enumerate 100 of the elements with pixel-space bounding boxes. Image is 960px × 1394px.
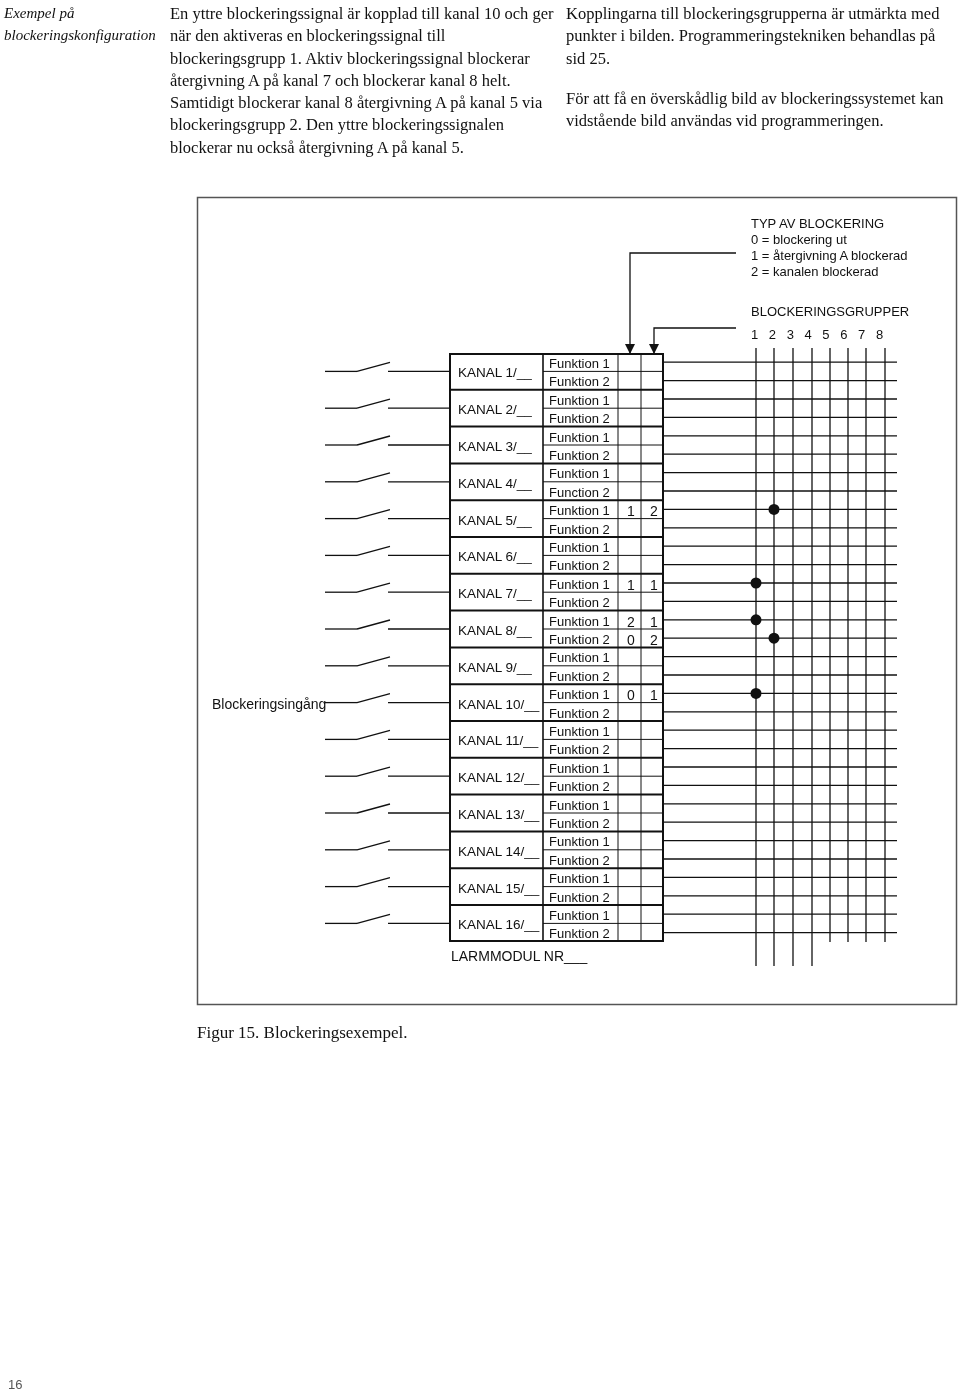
channel-name: KANAL 7/__: [458, 585, 532, 604]
table-caption: LARMMODUL NR___: [451, 947, 588, 965]
channel-name: KANAL 12/__: [458, 769, 540, 788]
function-name: Funktion 2: [549, 888, 610, 907]
wire: [387, 812, 450, 814]
function-name: Funktion 2: [549, 520, 610, 539]
leader-arrow: [649, 327, 737, 354]
function-name: Funktion 1: [549, 612, 610, 631]
switch-symbol: [324, 766, 391, 777]
wire: [387, 885, 450, 888]
function-name: Funktion 1: [549, 539, 610, 557]
function-name: Funktion 2: [549, 815, 610, 833]
channel-name: KANAL 6/__: [458, 548, 532, 567]
group-heading: BLOCKERINGSGRUPPER 1 2 3 4 5 6 7 8: [751, 300, 910, 346]
wire: [387, 628, 450, 630]
switch-symbol: [324, 435, 391, 446]
setting-value: 1: [650, 575, 658, 594]
function-name: Funktion 1: [549, 575, 610, 594]
switch-symbol: [324, 361, 391, 373]
function-name: Funktion 1: [549, 723, 610, 741]
switch-symbol: [324, 508, 391, 520]
function-name: Funktion 1: [549, 428, 610, 447]
setting-value: 0: [627, 686, 635, 705]
body-paragraph: En yttre blockeringssignal är kopplad till kanal 10 och ger när den aktiveras en blockeringssignal till blockeringsgrupp 1. Aktiv blockeringssignal blockerar återgivning A på kanal 7 och blockerar kanal 8 helt. Samtidigt blockerar kanal 8 återgivning A på kanal 5 via blockeringsgrupp 2. Den yttre blockeringssignalen blockerar nu också återgivning A på kanal 5.: [170, 3, 555, 159]
function-name: Funktion 1: [549, 759, 610, 778]
function-name: Funktion 1: [549, 907, 610, 925]
switch-symbol: [324, 472, 391, 483]
page-number: 16: [8, 1377, 23, 1392]
function-name: Funktion 2: [549, 410, 610, 429]
channel-name: KANAL 13/__: [458, 806, 540, 824]
key-text: TYP AV BLOCKERING 0 = blockering ut 1 = återgivning A blockerad 2 = kanalen blockerad: [751, 216, 908, 280]
wire: [387, 665, 450, 667]
figure-caption: Figur 15. Blockeringsexempel.: [197, 1022, 408, 1044]
wire: [387, 370, 450, 373]
wire: [387, 701, 450, 704]
input-label: Blockeringsingång: [212, 696, 327, 713]
setting-value: 1: [627, 575, 635, 594]
setting-value: 2: [627, 612, 635, 631]
wire: [387, 591, 450, 593]
wire: [387, 738, 450, 741]
function-name: Funktion 2: [549, 778, 610, 797]
wire: [387, 407, 450, 409]
wire: [387, 922, 450, 925]
function-name: Funktion 1: [549, 391, 610, 410]
switch-symbol: [324, 840, 391, 851]
function-name: Funktion 1: [549, 796, 610, 815]
switch-symbol: [324, 582, 391, 593]
function-name: Funktion 2: [549, 373, 610, 392]
channel-name: KANAL 14/__: [458, 842, 540, 861]
channel-name: KANAL 10/__: [458, 695, 540, 714]
channel-name: KANAL 3/__: [458, 438, 532, 456]
function-name: Funktion 1: [549, 870, 610, 889]
setting-value: 2: [650, 631, 658, 649]
function-name: Funktion 2: [549, 667, 610, 686]
switch-symbol: [324, 913, 391, 925]
wire: [387, 849, 450, 851]
function-name: Function 2: [549, 483, 610, 502]
function-name: Funktion 2: [549, 594, 610, 613]
leader-arrow: [625, 252, 737, 354]
channel-name: KANAL 2/__: [458, 401, 532, 420]
switch-symbol: [324, 545, 391, 557]
function-name: Funktion 1: [549, 686, 610, 705]
switch-symbol: [324, 692, 391, 704]
wire: [387, 554, 450, 557]
channel-name: KANAL 1/__: [458, 364, 532, 383]
function-name: Funktion 1: [549, 833, 610, 852]
channel-name: KANAL 15/__: [458, 879, 540, 898]
function-name: Funktion 2: [549, 851, 610, 870]
function-name: Funktion 2: [549, 925, 610, 944]
wire: [387, 517, 450, 520]
function-name: Funktion 1: [549, 465, 610, 484]
channel-name: KANAL 4/__: [458, 474, 532, 493]
channel-name: KANAL 11/__: [458, 732, 539, 751]
wire: [387, 444, 450, 446]
switch-symbol: [324, 729, 391, 741]
channel-name: KANAL 9/__: [458, 658, 532, 677]
function-name: Funktion 2: [549, 741, 610, 760]
switch-symbol: [324, 803, 391, 814]
wire: [387, 481, 450, 483]
channel-name: KANAL 16/__: [458, 916, 540, 935]
setting-value: 1: [650, 612, 658, 631]
setting-value: 1: [650, 686, 658, 705]
function-name: Funktion 2: [549, 447, 610, 465]
setting-value: 0: [627, 631, 635, 649]
function-name: Funktion 1: [549, 355, 610, 373]
channel-name: KANAL 8/__: [458, 622, 532, 640]
side-heading: Exempel på blockeringskonfiguration: [4, 4, 157, 45]
function-name: Funktion 2: [549, 631, 610, 649]
function-name: Funktion 2: [549, 557, 610, 576]
function-name: Funktion 1: [549, 649, 610, 668]
body-paragraph: För att få en överskådlig bild av blockeringssystemet kan vidstående bild användas vid programmeringen.: [566, 88, 945, 133]
switch-symbol: [324, 619, 391, 630]
function-name: Funktion 2: [549, 704, 610, 723]
switch-symbol: [324, 656, 391, 667]
setting-value: 1: [627, 502, 635, 521]
wire: [387, 775, 450, 777]
function-name: Funktion 1: [549, 502, 610, 521]
switch-symbol: [324, 876, 391, 888]
body-paragraph: Kopplingarna till blockeringsgrupperna är utmärkta med punkter i bilden. Programmeringstekniken behandlas på sid 25.: [566, 3, 941, 70]
setting-value: 2: [650, 502, 658, 521]
